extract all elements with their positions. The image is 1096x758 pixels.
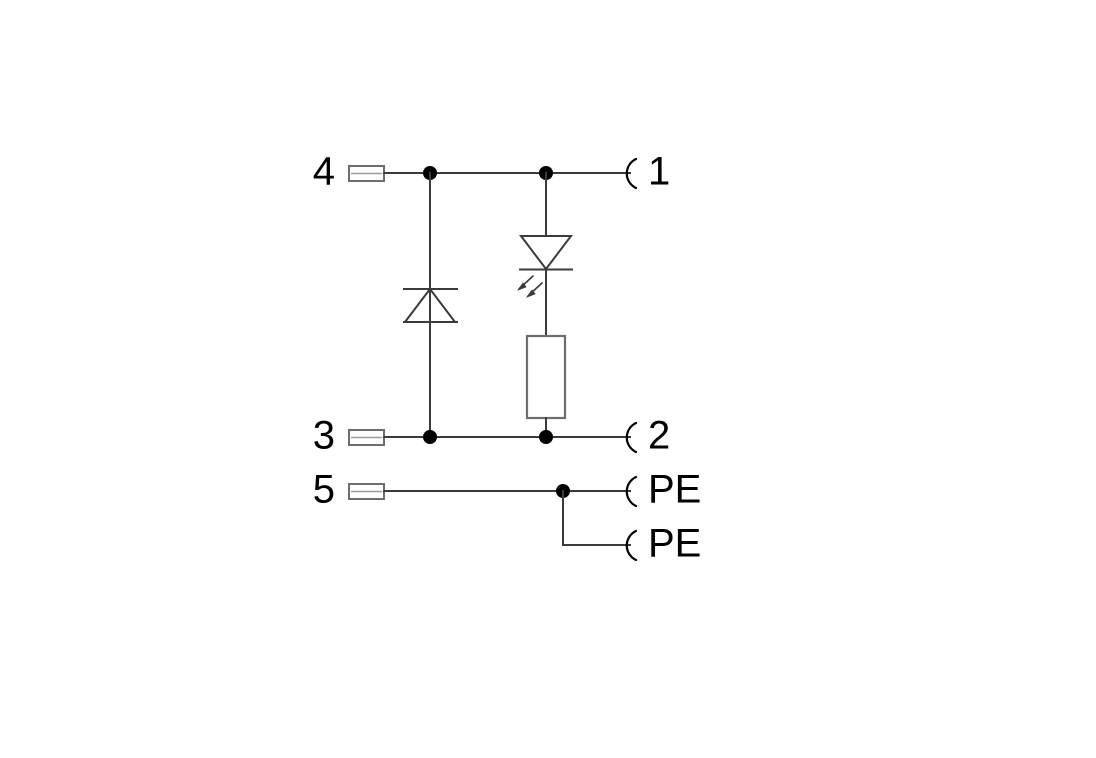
junction-bottom-left xyxy=(423,430,437,444)
connector-label-1: 1 xyxy=(648,150,670,194)
connector-label-pe-1: PE xyxy=(648,468,701,512)
terminal-block-3[interactable] xyxy=(348,429,385,446)
socket-arc-1[interactable] xyxy=(625,157,638,190)
terminal-label-5: 5 xyxy=(313,468,335,512)
terminal-block-4[interactable] xyxy=(348,165,385,182)
led-emission-arrow-1 xyxy=(516,275,534,291)
resistor-symbol[interactable] xyxy=(525,334,567,420)
branch-led-resistor xyxy=(516,172,574,438)
connector-label-2: 2 xyxy=(648,414,670,458)
net-top-row: 4 1 xyxy=(313,150,671,194)
connector-label-pe-2: PE xyxy=(648,522,701,566)
terminal-label-4: 4 xyxy=(313,150,335,194)
led-emission-arrow-2 xyxy=(525,282,543,298)
terminal-label-3: 3 xyxy=(313,414,335,458)
led-symbol[interactable] xyxy=(516,235,574,298)
net-pe-row: 5 PE PE xyxy=(313,468,702,566)
net-bottom-row: 3 2 xyxy=(313,414,671,458)
junction-bottom-right xyxy=(539,430,553,444)
socket-arc-2[interactable] xyxy=(625,421,638,454)
branch-diode xyxy=(402,172,458,438)
socket-arc-pe-2[interactable] xyxy=(625,529,638,562)
terminal-block-5[interactable] xyxy=(348,483,385,500)
socket-arc-pe-1[interactable] xyxy=(625,475,638,508)
